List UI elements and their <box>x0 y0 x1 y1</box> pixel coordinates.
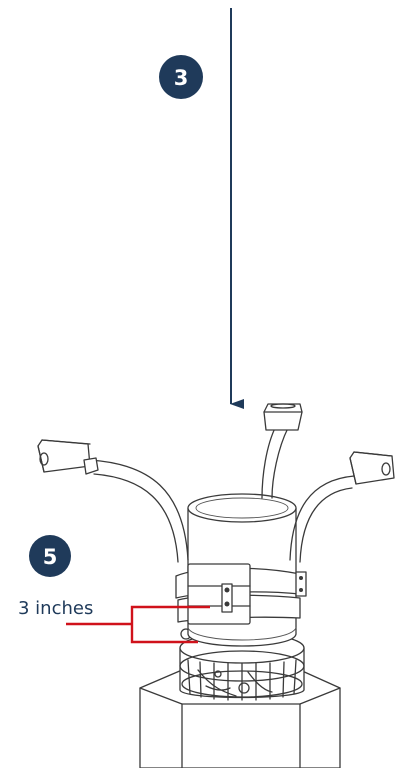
step-badge-3: 3 <box>159 55 203 99</box>
right-arm <box>289 451 395 563</box>
measurement-label: 3 inches <box>18 598 93 619</box>
middle-arm <box>261 403 303 499</box>
step-badge-3-label: 3 <box>174 66 189 90</box>
measurement-bracket <box>66 605 210 644</box>
clamp-bands <box>175 563 307 625</box>
step-badge-5-label: 5 <box>43 545 58 569</box>
instrument-drawing <box>37 403 395 768</box>
left-arm <box>37 439 189 563</box>
step-badge-5: 5 <box>29 535 71 577</box>
